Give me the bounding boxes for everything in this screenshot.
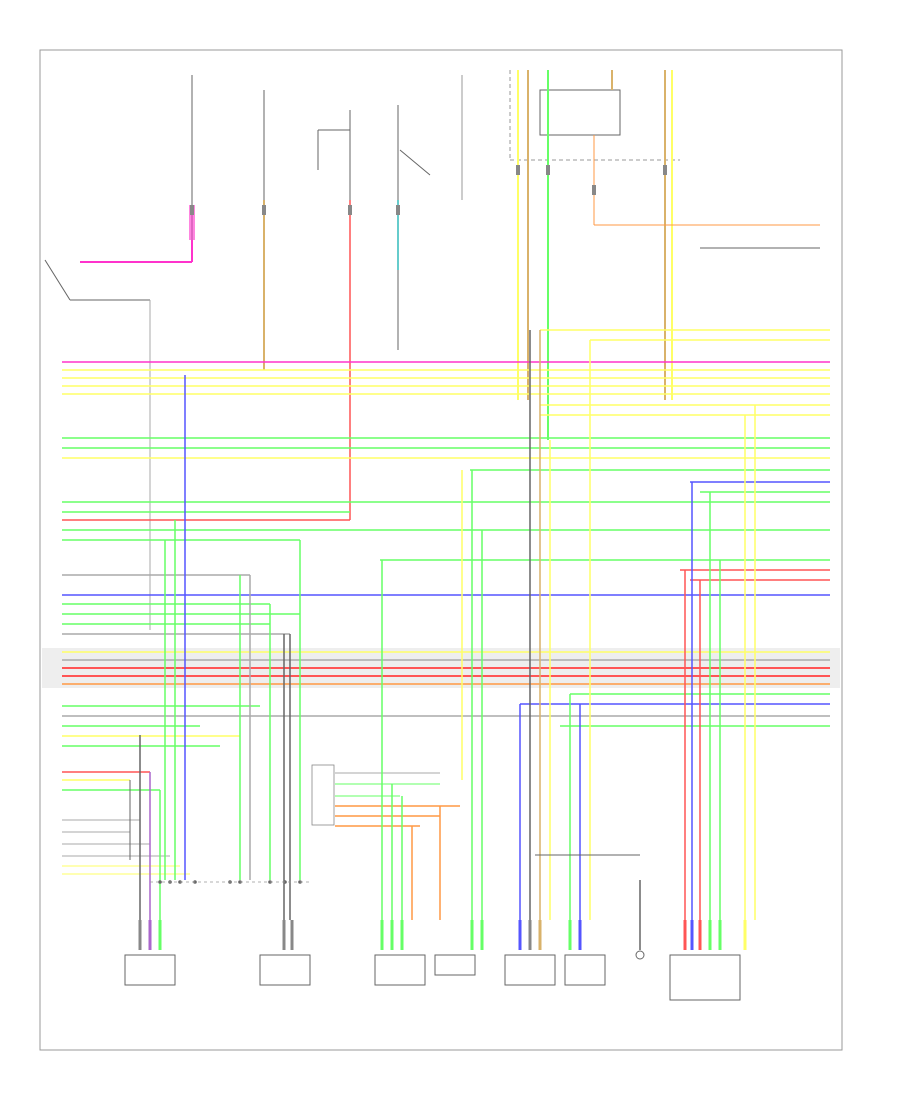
sensor-2 (259, 954, 311, 986)
top-fuse-area (44, 70, 820, 630)
sensor-pins (138, 920, 747, 950)
connector-box (311, 764, 335, 826)
diagram-frame (39, 49, 843, 1051)
sensor-5 (504, 954, 556, 986)
sensor-6 (564, 954, 606, 986)
sensor-1 (124, 954, 176, 986)
splice-points (150, 880, 310, 884)
sensor-4 (434, 954, 476, 976)
sensor-3 (374, 954, 426, 986)
component-boxes (124, 950, 741, 1001)
connector-marks (190, 165, 667, 215)
vertical-drops (129, 330, 756, 950)
sensor-7 (669, 954, 741, 1001)
